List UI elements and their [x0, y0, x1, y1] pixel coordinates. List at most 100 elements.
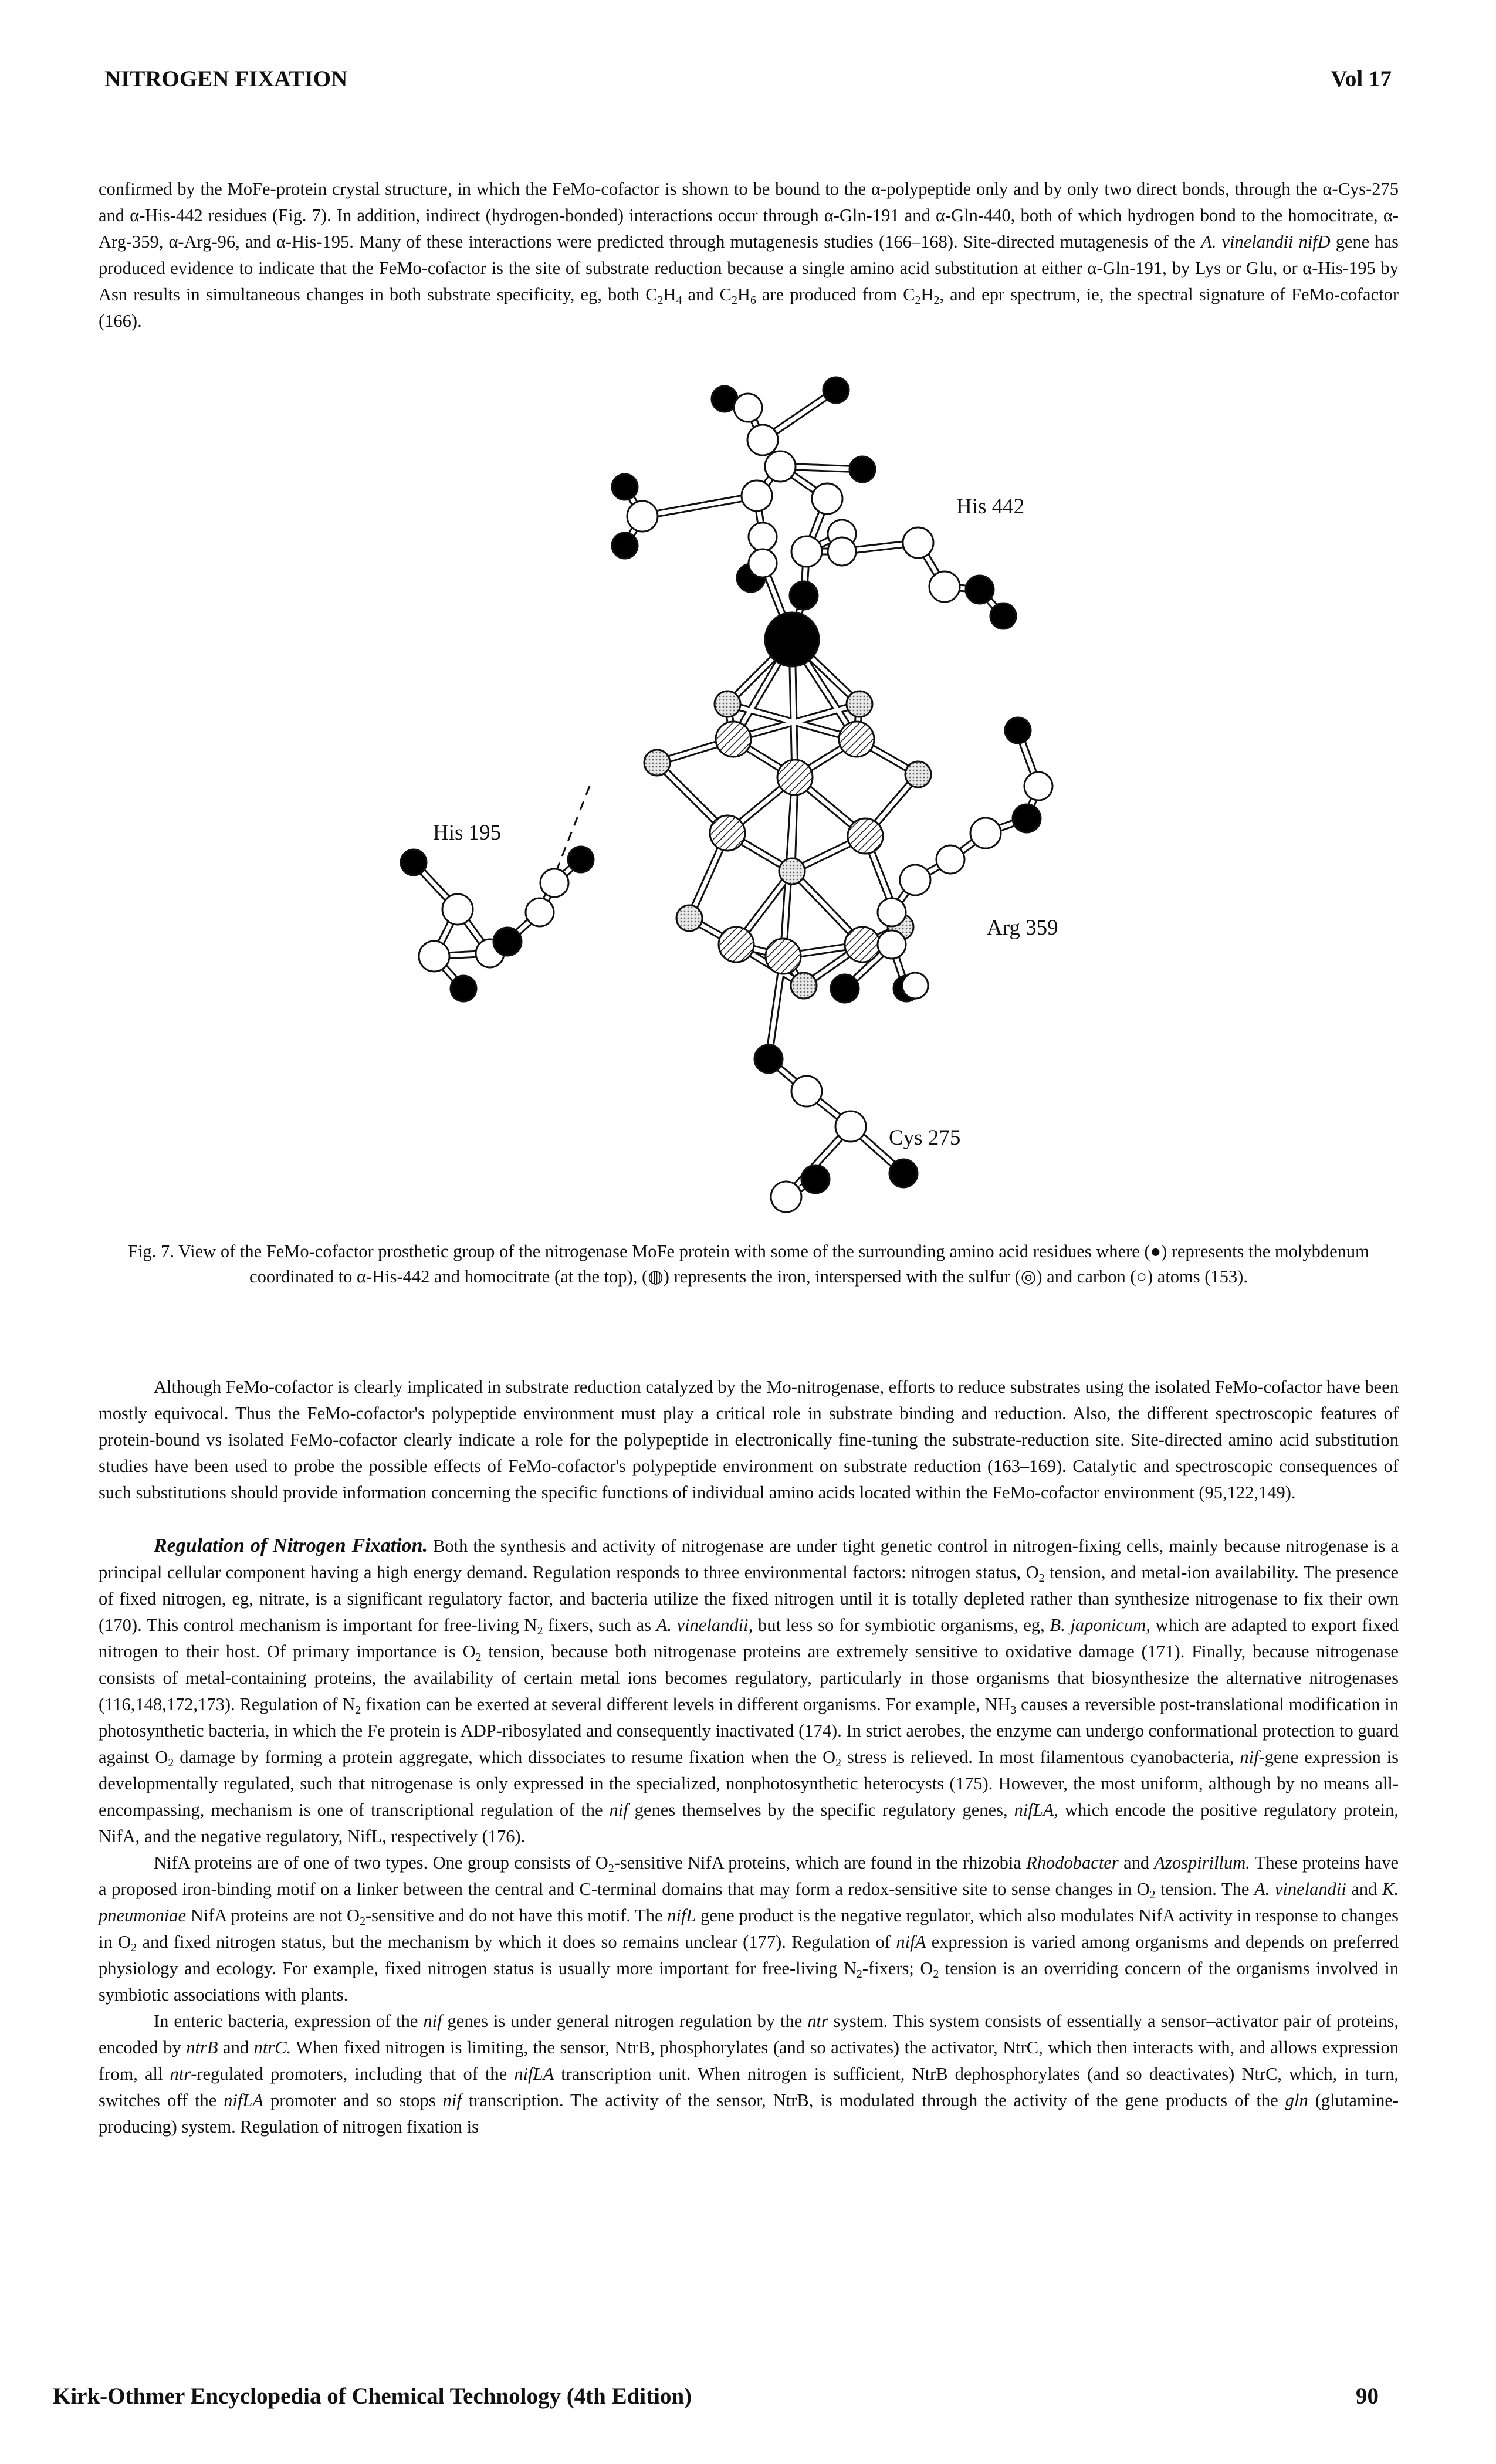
s2-italic: Azospirillum. [1154, 1853, 1250, 1873]
s1-italic: A. vinelandii, [656, 1615, 753, 1635]
s3-text: promoter and so stops [263, 2090, 443, 2110]
s2-italic: K. pneumoniae [99, 1879, 1399, 1925]
dark-atom [964, 574, 995, 605]
p1-sub: 2 [915, 293, 921, 307]
s2-text: tension. The [1155, 1879, 1254, 1899]
iron-atom [844, 926, 881, 963]
p1-sub: 6 [750, 293, 756, 307]
carbon-atom [418, 940, 451, 973]
s3-italic: nifLA [224, 2090, 264, 2110]
dark-atom [989, 602, 1017, 630]
s3-italic: ntr [807, 2011, 828, 2031]
p1-text: are produced from C [756, 285, 915, 304]
s2-sub: 2 [608, 1861, 614, 1875]
s2-text: NifA proteins are of one of two types. O… [154, 1853, 608, 1873]
footer-page-number: 90 [1356, 2384, 1379, 2409]
s1-text: fixation can be exerted at several diffe… [361, 1694, 1011, 1714]
dark-atom [1004, 716, 1032, 744]
hydrogen-bond-dashed [556, 786, 591, 869]
s2-text: These proteins have a proposed iron-bind… [99, 1853, 1399, 1899]
s2-italic: nifL [667, 1905, 696, 1925]
s2-text: and [1346, 1879, 1383, 1899]
s1-text: tension, because both nitrogenase protei… [99, 1641, 1399, 1714]
s1-text: tension, and metal-ion availability. The… [99, 1562, 1399, 1635]
s1-sub: 2 [537, 1624, 543, 1637]
bond [640, 493, 759, 519]
carbon-atom [935, 844, 966, 875]
s3-italic: ntr [170, 2064, 191, 2084]
p1-organism-gene: A. vinelandii nifD [1201, 232, 1331, 252]
carbon-atom [834, 1110, 867, 1143]
carbon-atom [790, 535, 823, 568]
s3-italic: ntrC. [253, 2037, 292, 2057]
carbon-atom [902, 526, 935, 559]
carbon-atom [733, 392, 763, 423]
footer-source: Kirk-Othmer Encyclopedia of Chemical Tec… [53, 2384, 692, 2409]
dark-atom [400, 848, 428, 876]
label-his-442: His 442 [956, 495, 1025, 519]
molybdenum-atom [764, 611, 820, 668]
dark-atom [788, 580, 819, 611]
sulfur-atom [904, 760, 932, 788]
label-his-195: His 195 [433, 821, 502, 845]
carbon-atom [524, 897, 555, 928]
dark-atom [848, 455, 876, 483]
s1-text: Both the synthesis and activity of nitro… [99, 1536, 1399, 1582]
s1-sub: 2 [1038, 1571, 1045, 1585]
carbon-atom [626, 500, 659, 533]
s3-text: -regulated promoters, including that of … [191, 2064, 515, 2084]
s3-text: In enteric bacteria, expression of the [154, 2011, 424, 2031]
p1-formula: H [663, 285, 676, 304]
dark-atom [822, 376, 850, 404]
s1-sub: 3 [1010, 1703, 1017, 1717]
p1-text: and C [682, 285, 732, 304]
s3-italic: gln [1285, 2090, 1308, 2110]
iron-atom [776, 759, 814, 796]
sulfur-atom [790, 972, 818, 1000]
carbon-atom [876, 897, 907, 928]
dark-atom [611, 532, 639, 560]
iron-atom [709, 814, 746, 852]
s3-italic: nif [423, 2011, 442, 2031]
iron-atom [717, 926, 755, 963]
p1-text-a: confirmed by the MoFe-protein crystal st… [99, 179, 1399, 252]
s1-text: damage by forming a protein aggregate, w… [174, 1747, 836, 1767]
section-regulation: Regulation of Nitrogen Fixation. Both th… [99, 1532, 1399, 2140]
carbon-atom [441, 893, 474, 926]
s3-text: transcription unit. When nitrogen is suf… [99, 2064, 1399, 2110]
s2-italic: Rhodobacter [1026, 1853, 1119, 1873]
section-heading: Regulation of Nitrogen Fixation. [154, 1535, 428, 1556]
dark-atom [1011, 803, 1042, 834]
s2-text: -sensitive and do not have this motif. T… [365, 1905, 668, 1925]
sulfur-atom [845, 690, 874, 718]
bond-layer-inner [411, 388, 1041, 1199]
sulfur-atom [675, 904, 703, 932]
atom-layer [400, 376, 1054, 1213]
figure-caption: Fig. 7. View of the FeMo-cofactor prosth… [128, 1241, 1369, 1287]
carbon-atom [928, 570, 961, 603]
s3-text: system. This system consists of essentia… [99, 2011, 1399, 2057]
carbon-atom [539, 868, 570, 898]
s1-italic: B. japonicum, [1050, 1615, 1150, 1635]
s1-text: genes themselves by the specific regulat… [628, 1800, 1014, 1820]
carbon-atom [747, 548, 778, 578]
dark-atom [567, 845, 595, 874]
s3-text: When fixed nitrogen is limiting, the sen… [99, 2037, 1399, 2084]
femo-cofactor-figure [400, 376, 1054, 1213]
bond [731, 702, 862, 742]
sulfur-atom [643, 749, 671, 777]
s2-italic: nifA [896, 1932, 926, 1952]
s2-text: -fixers; O [862, 1958, 933, 1978]
s3-text: transcription. The activity of the senso… [461, 2090, 1285, 2110]
running-header-title: NITROGEN FIXATION [104, 66, 348, 92]
s2-text: and [1118, 1853, 1155, 1873]
iron-atom [715, 720, 752, 758]
s1-sub: 2 [475, 1650, 482, 1664]
p1-sub: 2 [933, 293, 940, 307]
dark-atom [830, 973, 860, 1004]
s2-sub: 2 [1149, 1888, 1156, 1901]
s3-italic: ntrB [186, 2037, 218, 2057]
carbon-atom [876, 929, 907, 960]
s1-sub: 2 [355, 1703, 361, 1717]
label-arg-359: Arg 359 [987, 916, 1058, 940]
